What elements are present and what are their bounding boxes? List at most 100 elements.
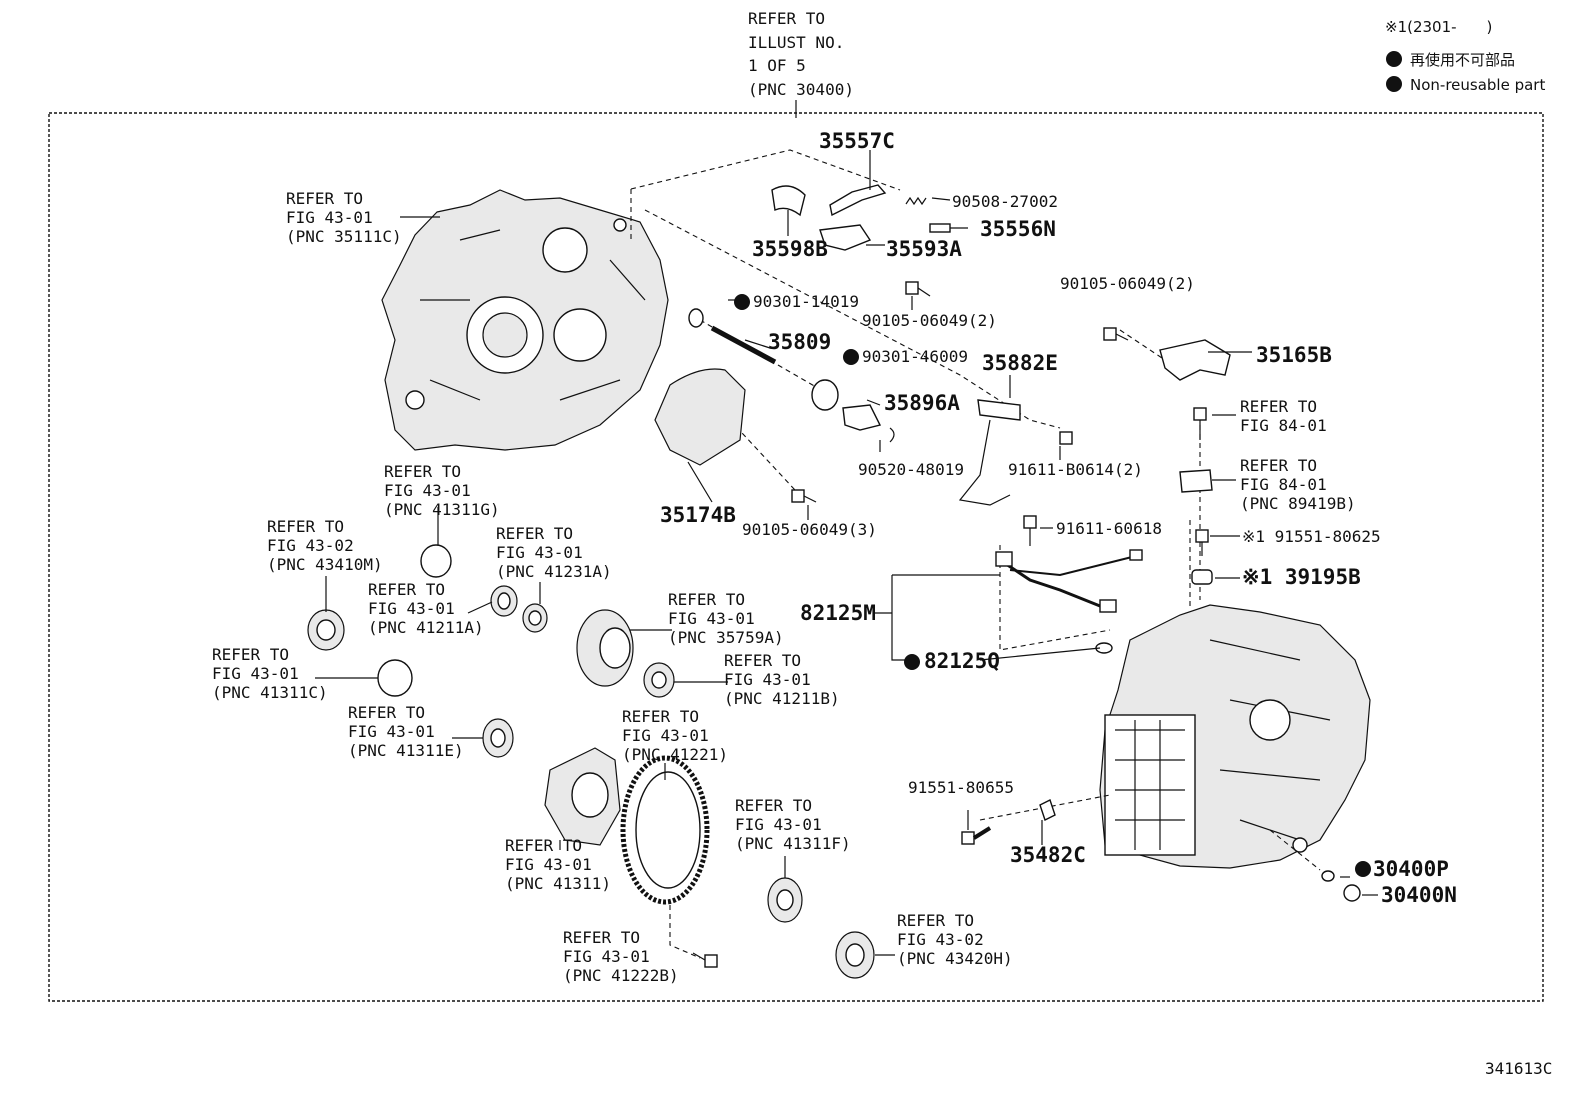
bolt-icon	[961, 826, 992, 845]
refer-line: FIG 84-01	[1240, 416, 1327, 435]
differential-parts-drawing	[307, 544, 875, 979]
part-label: 35174B	[660, 503, 736, 527]
part-label: 35896A	[884, 391, 960, 415]
refer-41221: REFER TO FIG 43-01 (PNC 41221)	[622, 707, 728, 764]
refer-line: (PNC 41221)	[622, 745, 728, 764]
non-reusable-dot-icon	[1386, 76, 1402, 92]
refer-43410M: REFER TO FIG 43-02 (PNC 43410M)	[267, 517, 383, 574]
refer-line: REFER TO	[724, 651, 801, 670]
refer-line: (PNC 41311)	[505, 874, 611, 893]
refer-line: FIG 43-02	[267, 536, 354, 555]
part-label: ※1 91551-80625	[1242, 527, 1381, 546]
bolt-icon	[905, 281, 931, 297]
refer-line: FIG 43-01	[348, 722, 435, 741]
legend-note: ※1(2301- )	[1385, 18, 1492, 36]
part-label: 91611-60618	[1056, 519, 1162, 538]
part-label: ※1 39195B	[1242, 565, 1361, 589]
refer-line: FIG 43-01	[735, 815, 822, 834]
refer-line: FIG 43-02	[897, 930, 984, 949]
non-reusable-dot-icon	[843, 349, 859, 365]
leader-lines	[315, 197, 1378, 956]
refer-line: FIG 43-01	[724, 670, 811, 689]
refer-line: REFER TO	[897, 911, 974, 930]
part-label: 35557C	[819, 129, 895, 153]
part-label: 91551-80655	[908, 778, 1014, 797]
refer-84-01: REFER TO FIG 84-01	[1240, 397, 1327, 435]
illustration-code: 341613C	[1485, 1059, 1552, 1078]
part-label: 90508-27002	[952, 192, 1058, 211]
part-label: 35165B	[1256, 343, 1332, 367]
part-label: 90301-14019	[753, 292, 859, 311]
refer-line: (PNC 41311E)	[348, 741, 464, 760]
part-label: 91611-B0614(2)	[1008, 460, 1143, 479]
refer-line: REFER TO	[668, 590, 745, 609]
refer-line: (PNC 41211B)	[724, 689, 840, 708]
part-label: 35593A	[886, 237, 962, 261]
refer-line: (PNC 41311G)	[384, 500, 500, 519]
refer-line: REFER TO	[212, 645, 289, 664]
non-reusable-dot-icon	[904, 654, 920, 670]
refer-41222B: REFER TO FIG 43-01 (PNC 41222B)	[563, 928, 679, 985]
refer-line: REFER TO	[563, 928, 640, 947]
refer-41231A: REFER TO FIG 43-01 (PNC 41231A)	[496, 524, 612, 581]
non-reusable-dot-icon	[734, 294, 750, 310]
refer-line: FIG 43-01	[505, 855, 592, 874]
part-label: 82125Q	[924, 649, 1000, 673]
small-parts-drawing	[654, 150, 1361, 902]
refer-line: ILLUST NO.	[748, 33, 844, 52]
refer-line: FIG 43-01	[563, 947, 650, 966]
transaxle-assembly-drawing	[1099, 604, 1371, 869]
refer-line: (PNC 43420H)	[897, 949, 1013, 968]
refer-line: FIG 43-01	[496, 543, 583, 562]
part-label: 90105-06049(2)	[862, 311, 997, 330]
refer-line: REFER TO	[748, 9, 825, 28]
refer-35759A: REFER TO FIG 43-01 (PNC 35759A)	[668, 590, 784, 647]
bolt-icon	[692, 952, 718, 968]
legend-jp: 再使用不可部品	[1410, 51, 1515, 69]
refer-line: (PNC 41211A)	[368, 618, 484, 637]
part-label: 35556N	[980, 217, 1056, 241]
non-reusable-markers	[734, 294, 1371, 877]
refer-35111C: REFER TO FIG 43-01 (PNC 35111C)	[286, 189, 402, 246]
refer-line: (PNC 41311F)	[735, 834, 851, 853]
refer-line: REFER TO	[496, 524, 573, 543]
bolt-icon	[1103, 327, 1129, 341]
part-label: 90301-46009	[862, 347, 968, 366]
refer-line: REFER TO	[384, 462, 461, 481]
bolt-icon	[1023, 515, 1037, 546]
part-label: 30400P	[1373, 857, 1449, 881]
bolt-icon	[791, 489, 817, 503]
refer-line: (PNC 35111C)	[286, 227, 402, 246]
refer-line: FIG 43-01	[286, 208, 373, 227]
refer-line: REFER TO	[348, 703, 425, 722]
refer-line: (PNC 89419B)	[1240, 494, 1356, 513]
refer-41311G: REFER TO FIG 43-01 (PNC 41311G)	[384, 462, 500, 519]
refer-labels: REFER TO FIG 43-01 (PNC 35111C) REFER TO…	[212, 189, 1356, 985]
refer-line: REFER TO	[286, 189, 363, 208]
refer-line: (PNC 41231A)	[496, 562, 612, 581]
part-label: 82125M	[800, 601, 876, 625]
part-label: 90105-06049(3)	[742, 520, 877, 539]
refer-43420H: REFER TO FIG 43-02 (PNC 43420H)	[897, 911, 1013, 968]
main-refer-label: REFER TO ILLUST NO. 1 OF 5 (PNC 30400)	[748, 9, 854, 118]
bolt-icon	[1059, 431, 1073, 445]
refer-line: 1 OF 5	[748, 56, 806, 75]
refer-line: (PNC 41222B)	[563, 966, 679, 985]
part-label: 35598B	[752, 237, 828, 261]
refer-line: FIG 43-01	[622, 726, 709, 745]
refer-line: REFER TO	[622, 707, 699, 726]
legend-en: Non-reusable part	[1410, 76, 1545, 94]
refer-line: (PNC 43410M)	[267, 555, 383, 574]
refer-41211A: REFER TO FIG 43-01 (PNC 41211A)	[368, 580, 484, 637]
refer-41311F: REFER TO FIG 43-01 (PNC 41311F)	[735, 796, 851, 853]
part-label: 90520-48019	[858, 460, 964, 479]
refer-line: REFER TO	[1240, 397, 1317, 416]
refer-41211B: REFER TO FIG 43-01 (PNC 41211B)	[724, 651, 840, 708]
bolt-icon	[1193, 407, 1207, 440]
non-reusable-dot-icon	[1386, 51, 1402, 67]
refer-line: (PNC 35759A)	[668, 628, 784, 647]
refer-line: REFER TO	[735, 796, 812, 815]
refer-41311E: REFER TO FIG 43-01 (PNC 41311E)	[348, 703, 464, 760]
refer-line: (PNC 41311C)	[212, 683, 328, 702]
